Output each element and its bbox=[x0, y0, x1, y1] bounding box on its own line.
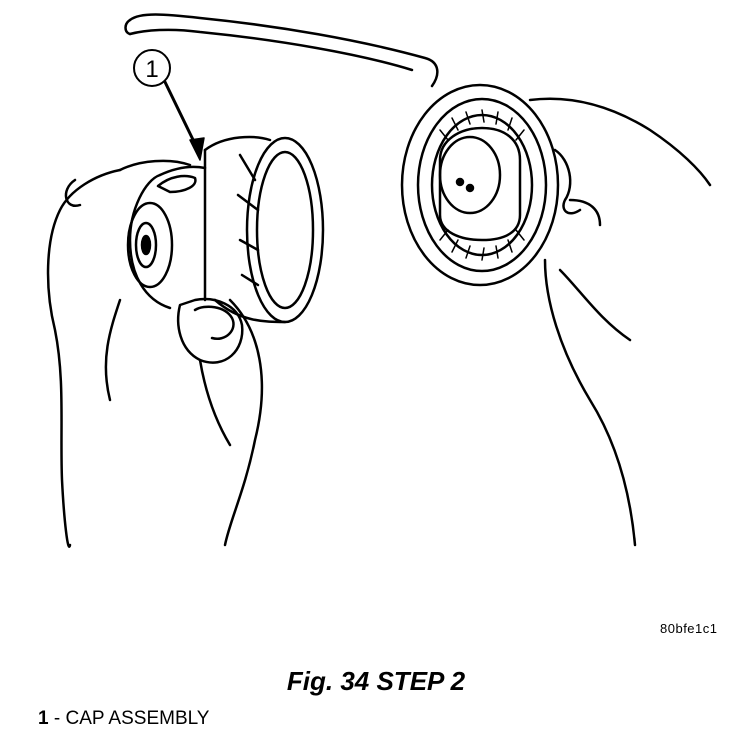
figure-caption: Fig. 34 STEP 2 bbox=[286, 666, 466, 696]
cover-housing bbox=[400, 83, 560, 287]
legend-item-separator: - bbox=[53, 708, 61, 729]
left-hand bbox=[46, 159, 264, 548]
figure-reference-code: 80bfe1c1 bbox=[660, 621, 718, 636]
callout-1-number: 1 bbox=[145, 56, 158, 83]
gear-teeth bbox=[439, 109, 525, 261]
retaining-strap bbox=[124, 13, 439, 88]
callout-1: 1 bbox=[133, 49, 205, 161]
legend-item-label: CAP ASSEMBLY bbox=[65, 708, 210, 729]
cap-assembly bbox=[126, 135, 325, 324]
legend-item-number: 1 bbox=[38, 708, 49, 729]
legend-item: 1 - CAP ASSEMBLY bbox=[38, 708, 209, 730]
cap-assembly-illustration: 1 bbox=[46, 13, 712, 548]
right-hand bbox=[528, 97, 712, 547]
